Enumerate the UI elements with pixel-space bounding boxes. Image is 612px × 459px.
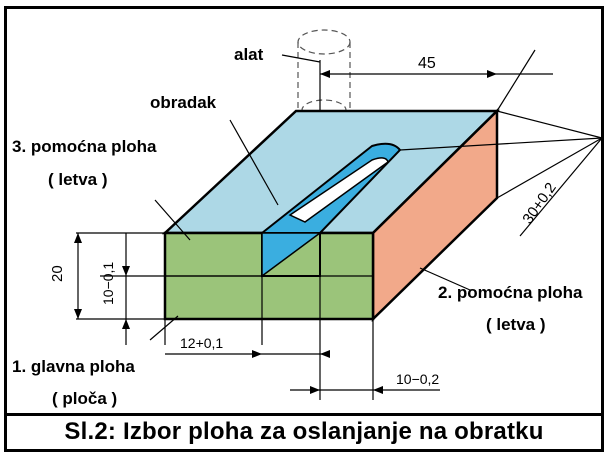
caption-separator xyxy=(4,413,604,416)
label-alat: alat xyxy=(234,45,264,64)
label-glavna1-line1: 1. glavna ploha xyxy=(12,357,135,376)
dim-slot-offset: 12+0,1 xyxy=(180,335,223,351)
label-obradak: obradak xyxy=(150,93,217,112)
label-glavna1-line2: ( ploča ) xyxy=(52,389,117,408)
slot-bottom xyxy=(288,157,389,223)
figure-frame xyxy=(4,6,604,452)
label-pomocna2-line1: 2. pomoćna ploha xyxy=(438,283,583,302)
dim-slot-depth: 10−0,1 xyxy=(100,262,116,305)
dim-slot-width: 10−0,2 xyxy=(396,371,439,387)
dim-length: 45 xyxy=(418,55,436,72)
arrowheads xyxy=(74,70,497,394)
label-pomocna3-line2: ( letva ) xyxy=(48,170,108,189)
figure-caption: Sl.2: Izbor ploha za oslanjanje na obrat… xyxy=(64,418,544,445)
dim-width: 30+0,2 xyxy=(519,180,559,228)
label-pomocna3-line1: 3. pomoćna ploha xyxy=(12,137,157,156)
dim-height: 20 xyxy=(49,265,66,282)
dimension-lines xyxy=(76,49,603,400)
label-pomocna2-line2: ( letva ) xyxy=(486,315,546,334)
slot-inner-wall xyxy=(261,232,323,278)
